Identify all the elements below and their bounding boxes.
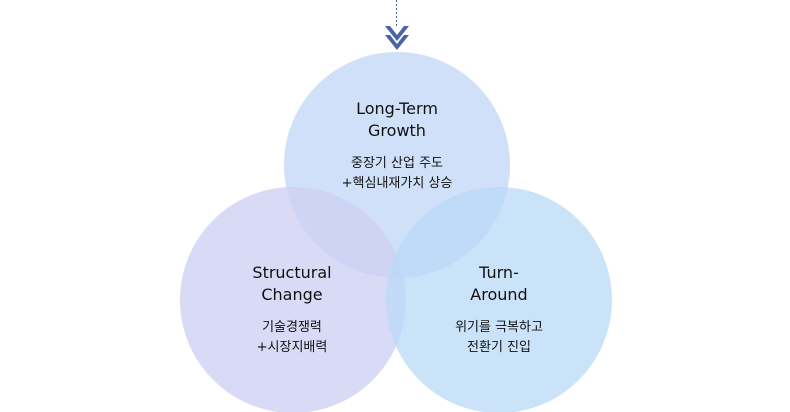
circle-desc: +핵심내재가치 상승	[341, 176, 453, 191]
circle-desc: 전환기 진입	[467, 340, 531, 355]
double-chevron-down-icon	[385, 26, 409, 50]
circle-title: Long-Term	[356, 99, 438, 118]
label-structural-change: Structural Change 기술경쟁력 +시장지배력	[192, 262, 392, 358]
circle-desc: 기술경쟁력	[262, 320, 322, 335]
circle-desc: 위기를 극복하고	[455, 320, 543, 335]
circle-title: Growth	[368, 121, 426, 140]
circle-desc: +시장지배력	[256, 340, 328, 355]
circle-title: Turn-	[479, 263, 519, 282]
circle-title: Structural	[252, 263, 332, 282]
label-long-term-growth: Long-Term Growth 중장기 산업 주도 +핵심내재가치 상승	[297, 98, 497, 194]
circle-title: Change	[261, 285, 323, 304]
circle-structural-change	[180, 187, 406, 412]
circle-turn-around	[386, 187, 612, 412]
circle-desc: 중장기 산업 주도	[351, 156, 443, 171]
label-turn-around: Turn- Around 위기를 극복하고 전환기 진입	[399, 262, 599, 358]
circle-title: Around	[470, 285, 528, 304]
